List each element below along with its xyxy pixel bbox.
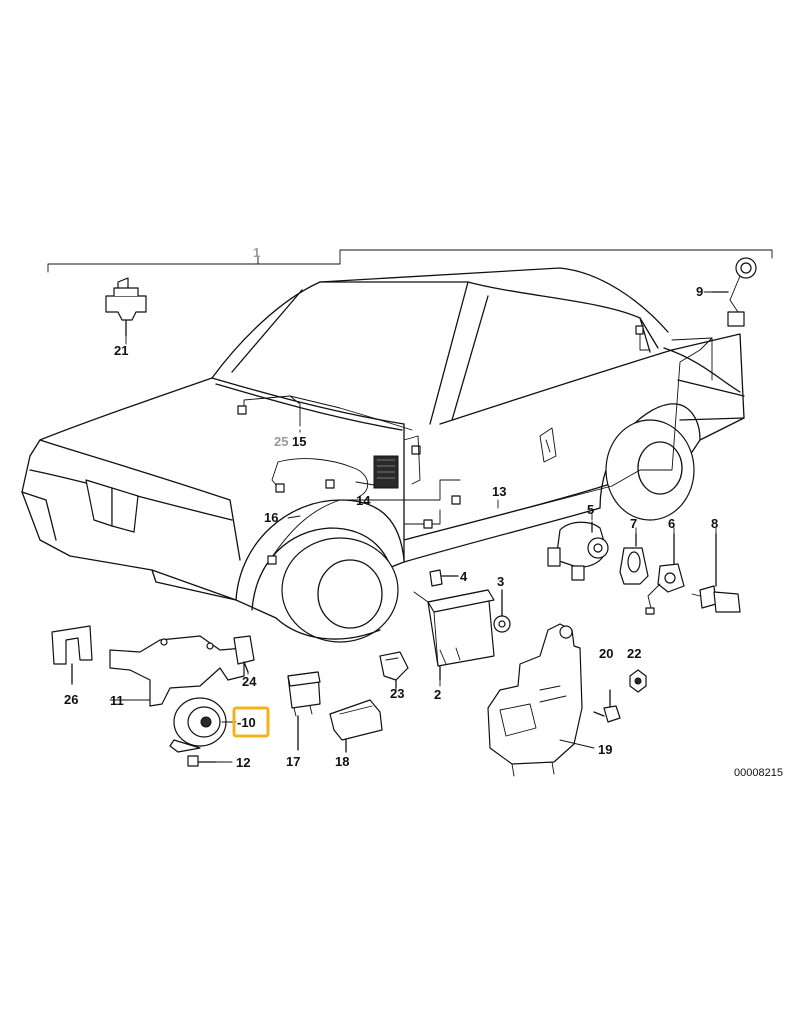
part-19-central-lock-actuator: [487, 623, 595, 777]
callout-14[interactable]: 14: [356, 493, 371, 508]
callout-12[interactable]: 12: [236, 755, 250, 770]
callout-20[interactable]: 20: [599, 646, 613, 661]
callout-19[interactable]: 19: [598, 742, 612, 757]
car-body-illustration: [21, 267, 745, 643]
callout-3[interactable]: 3: [497, 574, 504, 589]
callout-5[interactable]: 5: [587, 502, 594, 517]
callout-26[interactable]: 26: [64, 692, 78, 707]
callout-21[interactable]: 21: [114, 343, 128, 358]
callout-6[interactable]: 6: [668, 516, 675, 531]
part-26-bracket: [51, 625, 93, 685]
group-bracket-line: [47, 249, 773, 273]
part-10-horn: [169, 697, 237, 753]
part-3-nut: [493, 589, 511, 633]
callout-17[interactable]: 17: [286, 754, 300, 769]
part-8-plug: [691, 533, 741, 613]
part-4-screw: [429, 569, 459, 587]
part-18-holder: [329, 699, 383, 753]
part-2-control-unit: [413, 589, 495, 681]
callout-1[interactable]: 1: [253, 245, 260, 260]
part-20-bolt: [593, 689, 621, 723]
part-21-relay-clip: [105, 277, 147, 337]
part-11-horn-bracket: [109, 635, 245, 707]
part-12-bolt: [187, 755, 233, 767]
callout-2[interactable]: 2: [434, 687, 441, 702]
callout-10[interactable]: -10: [237, 715, 256, 730]
leader-lines: [109, 291, 717, 701]
highlight-box: [232, 706, 270, 738]
part-7-grommet: [619, 533, 649, 585]
part-17-relay: [287, 671, 321, 751]
part-24-clip: [233, 635, 255, 673]
callout-9[interactable]: 9: [696, 284, 703, 299]
part-6-switch: [645, 533, 685, 615]
callout-8[interactable]: 8: [711, 516, 718, 531]
diagram-reference-number: 00008215: [734, 767, 783, 779]
part-5-actuator-motor: [547, 521, 609, 581]
callout-23[interactable]: 23: [390, 686, 404, 701]
part-22-gear: [629, 669, 647, 693]
callout-25[interactable]: 25: [274, 434, 288, 449]
callout-15[interactable]: 15: [292, 434, 306, 449]
callout-4[interactable]: 4: [460, 569, 468, 584]
callout-7[interactable]: 7: [630, 516, 637, 531]
callout-labels: 1 2 3 4 5 6 7 8 9 -10 11 12 13 14 15 25 …: [64, 245, 718, 770]
part-9-sensor-connector: [711, 257, 757, 327]
callout-13[interactable]: 13: [492, 484, 506, 499]
callout-16[interactable]: 16: [264, 510, 278, 525]
callout-18[interactable]: 18: [335, 754, 349, 769]
part-23-clip: [379, 651, 409, 689]
callout-24[interactable]: 24: [242, 674, 257, 689]
callout-11[interactable]: 11: [110, 693, 124, 708]
wiring-harness: [237, 325, 713, 565]
callout-22[interactable]: 22: [627, 646, 641, 661]
